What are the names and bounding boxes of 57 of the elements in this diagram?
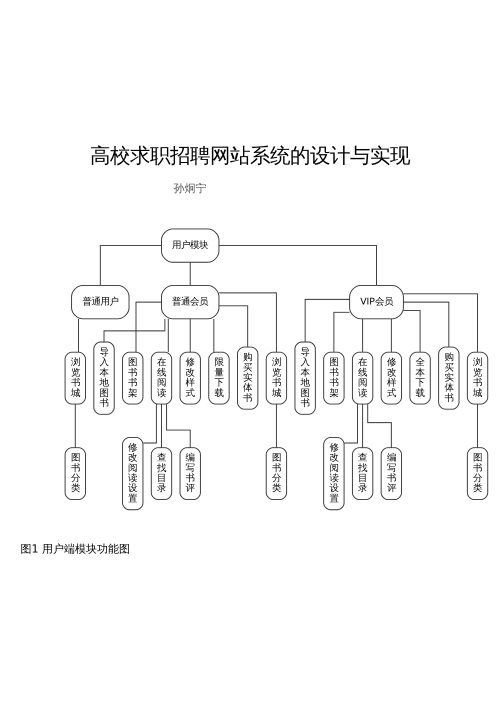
connector [190, 318, 191, 352]
node-box: 全本下载 [409, 351, 431, 404]
node-box: 购买实体书 [237, 346, 258, 410]
connector [218, 304, 248, 348]
node-box: 编写书评 [180, 446, 201, 500]
connector [142, 403, 157, 443]
node-box: 图书分类 [64, 446, 86, 500]
node-box: 限量下载 [208, 351, 230, 404]
connector [213, 318, 214, 352]
connector [344, 403, 358, 443]
node-box: 修改阅读设置 [122, 436, 144, 510]
node-box: 修改样式 [380, 351, 402, 404]
connector [276, 403, 277, 448]
node-box: 图书分类 [466, 446, 488, 500]
node-box: 修改阅读设置 [323, 436, 345, 510]
connector [304, 298, 350, 342]
node-box: 在线阅读 [352, 351, 374, 404]
node-box: 浏览书城 [64, 351, 86, 404]
node-box: 用户模块 [161, 228, 220, 262]
label: 孙炯宁 [174, 181, 207, 194]
caption: 图1 用户端模块功能图 [20, 542, 130, 555]
connector [367, 403, 392, 448]
node-box: 查找目录 [150, 446, 172, 500]
node-box: 图书书架 [122, 351, 144, 404]
connector [166, 403, 191, 448]
connector [390, 318, 392, 352]
node-box: 导入本地图书 [294, 341, 316, 414]
node-box: 编写书评 [380, 446, 402, 500]
node-box: 图书书架 [323, 351, 345, 404]
connector [161, 403, 162, 448]
connector [402, 301, 450, 347]
node-box: 查找目录 [352, 446, 374, 500]
connector [100, 244, 162, 286]
connector [362, 403, 364, 448]
node-box: 浏览书城 [266, 351, 288, 404]
node-box: 普通用户 [71, 284, 130, 319]
connector [362, 318, 364, 352]
connector [403, 310, 421, 352]
node-box: 普通会员 [161, 284, 220, 319]
node-box: 在线阅读 [150, 351, 172, 404]
connector [218, 244, 377, 286]
connector [477, 403, 478, 448]
node-box: 浏览书城 [466, 351, 488, 404]
node-box: 修改样式 [180, 351, 201, 404]
connector [403, 292, 478, 352]
connector [168, 318, 169, 352]
connector [333, 311, 350, 352]
node-box: 导入本地图书 [93, 341, 115, 414]
node-box: VIP会员 [349, 284, 404, 319]
node-box: 图书分类 [266, 446, 288, 500]
connector [190, 262, 191, 286]
diagram-title: 高校求职招聘网站系统的设计与实现 [90, 143, 410, 168]
node-box: 购买实体书 [438, 346, 460, 410]
connector [218, 292, 277, 352]
connector [78, 318, 79, 352]
connector [74, 403, 76, 448]
connector [136, 301, 162, 352]
